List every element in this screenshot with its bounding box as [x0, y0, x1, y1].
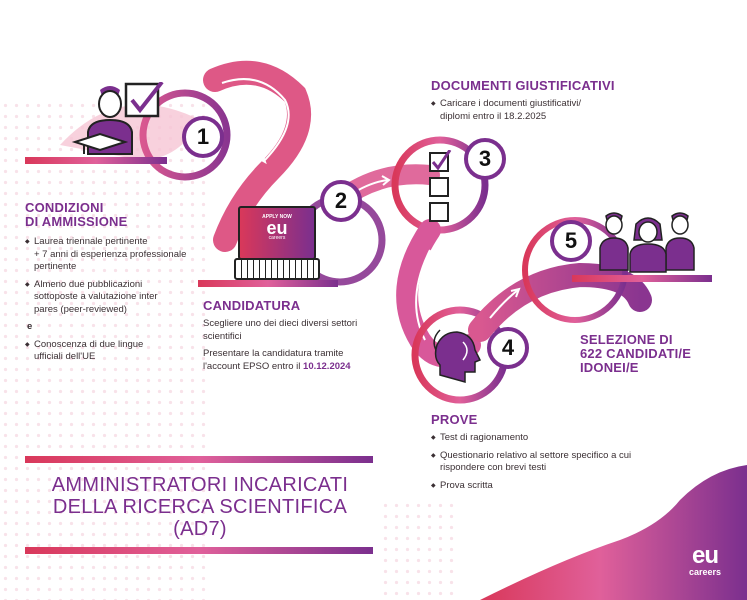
step2-description: Scegliere uno dei dieci diversi settori …	[203, 318, 368, 373]
logo-careers: careers	[688, 567, 722, 577]
requirement-publications: Almeno due pubblicazioni sottoposte a va…	[25, 279, 210, 317]
logo-eu: eu	[691, 542, 719, 569]
step2-tablet-icon: APPLY NOW eu careers	[228, 200, 328, 285]
step3-number-badge: 3	[464, 138, 506, 180]
step5-heading: SELEZIONE DI 622 CANDIDATI/E IDONEI/E	[580, 332, 692, 375]
step3-description: Caricare i documenti giustificativi/ dip…	[431, 98, 611, 128]
connector-e: e	[27, 321, 33, 332]
title-top-rule	[25, 456, 373, 463]
eu-careers-logo: eu careers	[680, 542, 730, 578]
step4-heading: PROVE	[431, 412, 478, 427]
step1-underline	[25, 157, 167, 164]
step1-graduate-icon	[70, 80, 170, 162]
title-line1: AMMINISTRATORI INCARICATI	[51, 474, 349, 496]
step2-text1: Scegliere uno dei dieci diversi settori …	[203, 318, 358, 342]
dotted-pattern-bottom	[380, 500, 460, 600]
step3-checklist-icon	[428, 149, 452, 225]
requirement-degree: Laurea triennale pertinente + 7 anni di …	[25, 236, 210, 274]
step2-underline	[198, 280, 338, 287]
step2-heading: CANDIDATURA	[203, 298, 301, 313]
step4-head-icon	[425, 320, 485, 390]
step1-heading-line2: DI AMMISSIONE	[25, 214, 128, 229]
step4-number-badge: 4	[487, 327, 529, 369]
step4-description: Test di ragionamento Questionario relati…	[431, 432, 641, 497]
page-title: AMMINISTRATORI INCARICATI DELLA RICERCA …	[25, 474, 375, 540]
title-bottom-rule	[25, 547, 373, 554]
step5-number-badge: 5	[550, 220, 592, 262]
step3-heading: DOCUMENTI GIUSTIFICATIVI	[431, 78, 615, 93]
step1-heading-line1: CONDIZIONI	[25, 200, 104, 215]
application-deadline: 10.12.2024	[303, 360, 351, 372]
requirement-languages: Conoscenza di due lingue ufficiali dell'…	[25, 339, 210, 364]
step3-bullet: Caricare i documenti giustificativi/ dip…	[431, 98, 611, 123]
title-line3: (AD7)	[173, 518, 227, 540]
step2-text2: Presentare la candidatura tramite l'acco…	[203, 348, 351, 372]
step1-requirements: Laurea triennale pertinente + 7 anni di …	[25, 236, 210, 369]
step4-bullet-reasoning: Test di ragionamento	[431, 432, 641, 445]
step5-people-icon	[598, 210, 703, 275]
step2-number-badge: 2	[320, 180, 362, 222]
tablet-apply-label: APPLY NOW	[262, 214, 292, 220]
tablet-eu-logo: eu	[266, 218, 288, 238]
step4-bullet-questionnaire: Questionario relativo al settore specifi…	[431, 450, 641, 475]
step5-underline	[572, 275, 712, 282]
step1-number-badge: 1	[182, 116, 224, 158]
step4-bullet-written: Prova scritta	[431, 480, 641, 493]
title-line2: DELLA RICERCA SCIENTIFICA	[52, 496, 348, 518]
step1-heading: CONDIZIONI DI AMMISSIONE	[25, 201, 128, 229]
